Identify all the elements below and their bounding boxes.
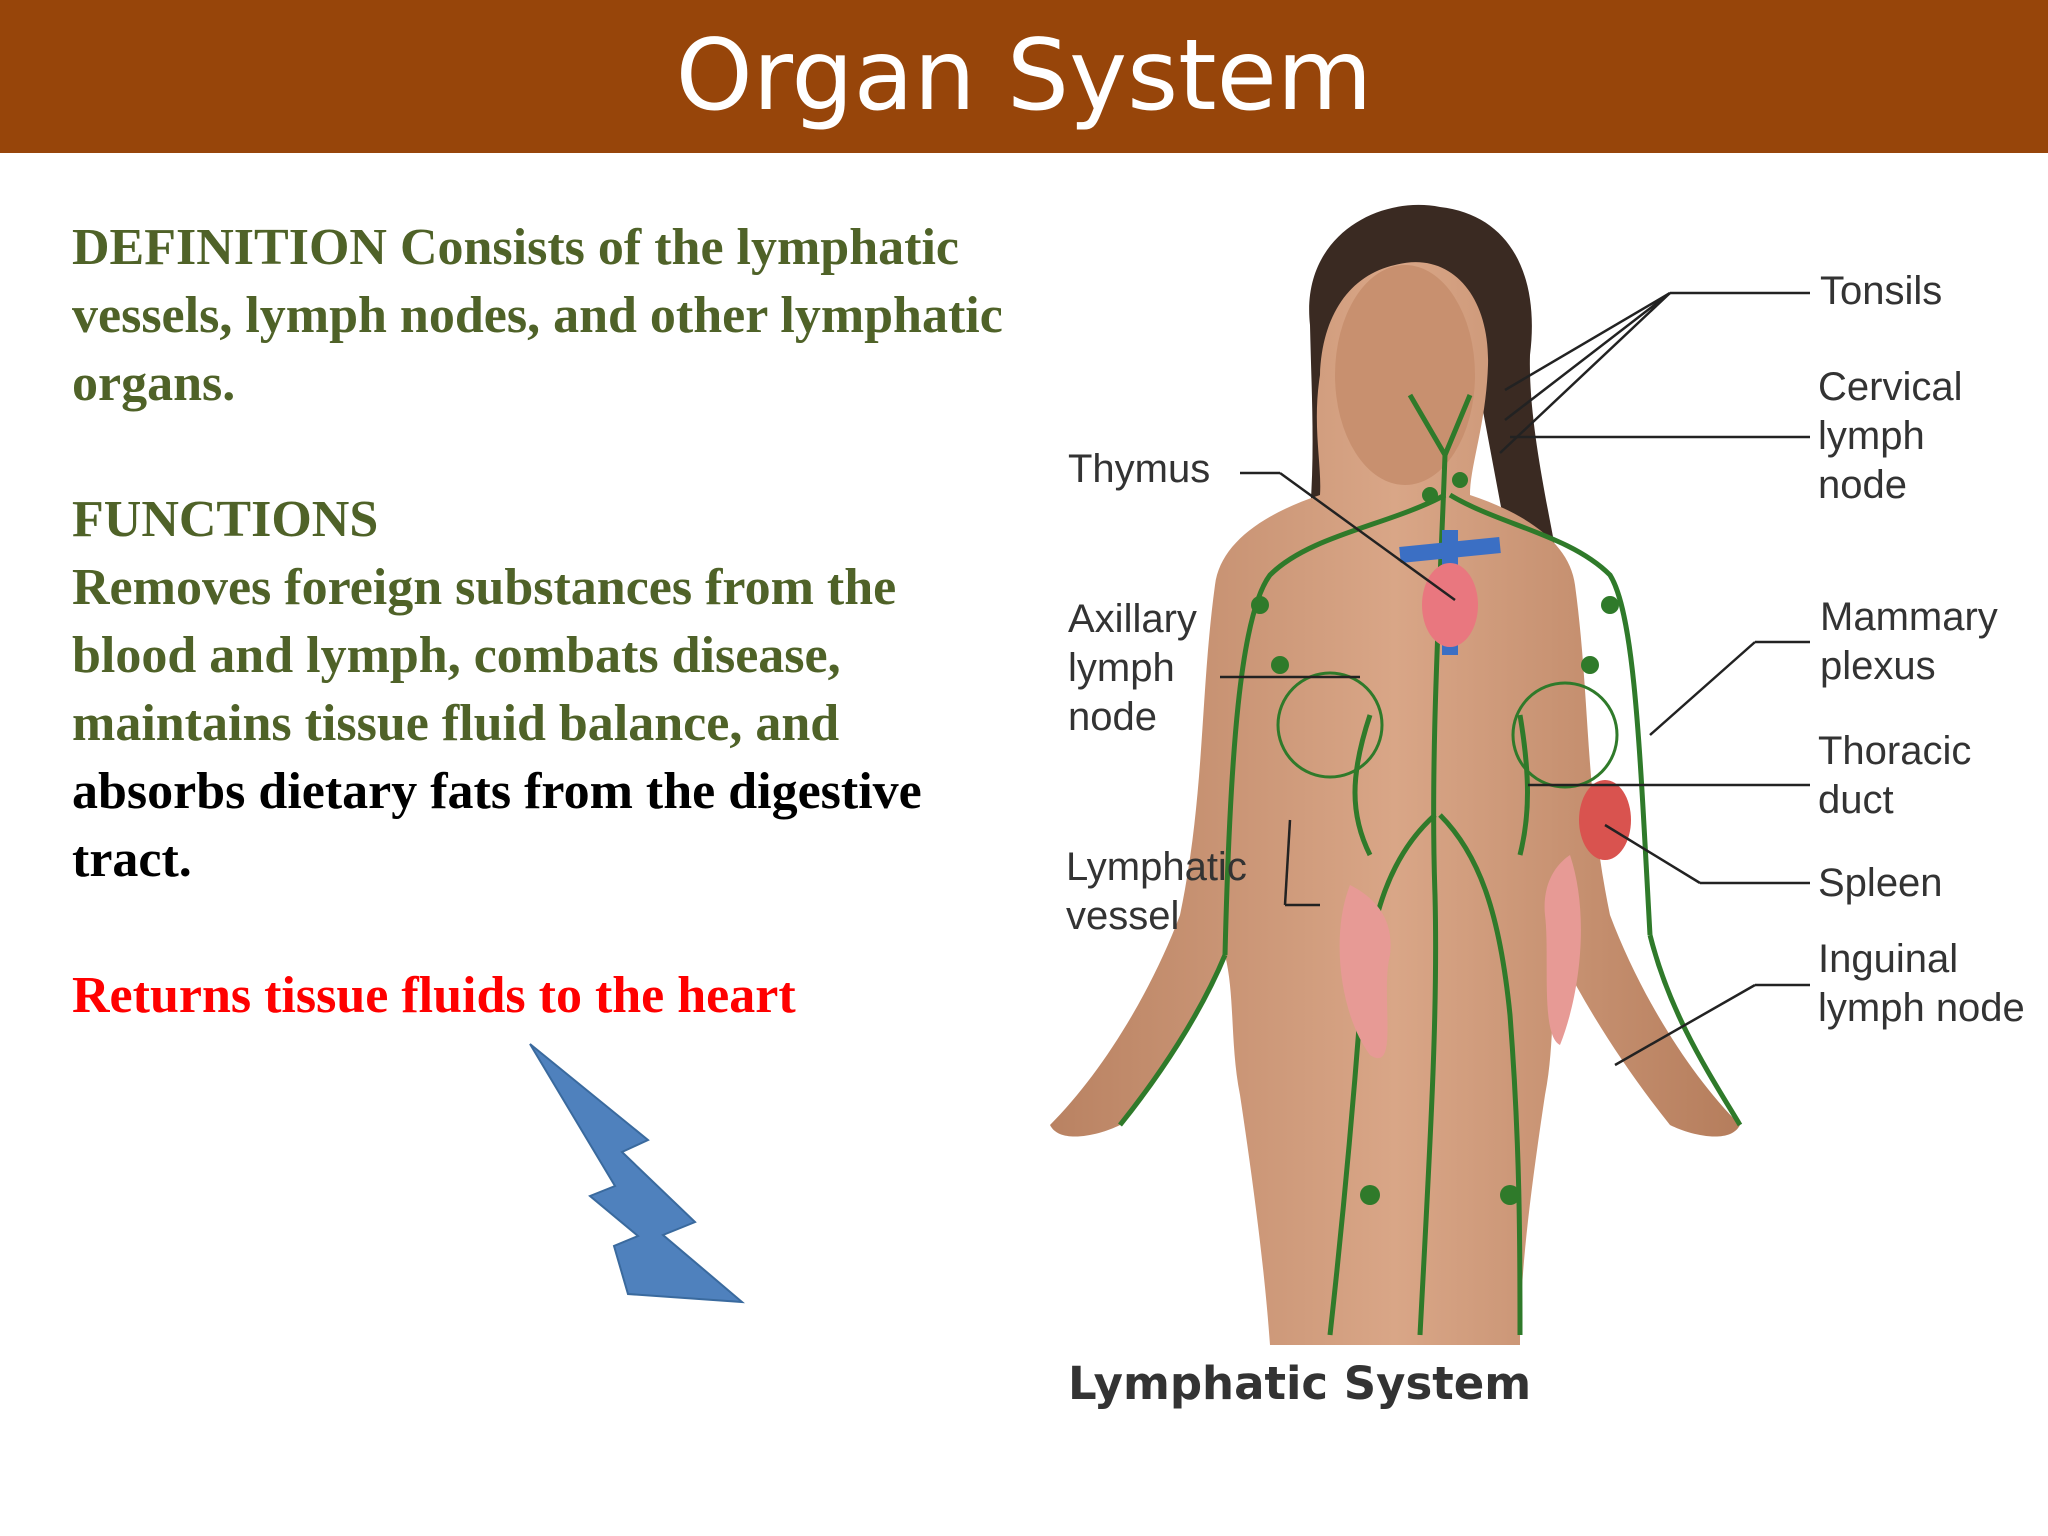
definition-text: Consists of the lymphatic vessels, lymph… — [72, 219, 1003, 412]
label-mammary-plexus: Mammary plexus — [1820, 595, 1998, 688]
definition-paragraph: DEFINITION Consists of the lymphatic ves… — [72, 214, 1012, 418]
label-spleen: Spleen — [1818, 861, 1943, 905]
spleen-organ — [1579, 780, 1631, 860]
slide-title: Organ System — [675, 19, 1373, 133]
label-lymphatic-vessel: Lymphatic vessel — [1066, 845, 1247, 938]
functions-heading: FUNCTIONS — [72, 491, 379, 548]
lightning-arrow-icon — [529, 1043, 745, 1304]
intestine-right — [1544, 855, 1581, 1045]
label-thoracic-duct: Thoracic duct — [1818, 729, 1972, 822]
spacer — [72, 894, 1012, 962]
face-shape — [1335, 265, 1475, 485]
thymus-organ — [1422, 563, 1478, 647]
mammary-plexus-left — [1276, 671, 1384, 779]
label-tonsils: Tonsils — [1820, 269, 1943, 313]
definition-heading: DEFINITION — [72, 219, 387, 276]
spacer — [72, 418, 1012, 486]
label-inguinal-lymph-node: Inguinal lymph node — [1818, 937, 2025, 1030]
figure-caption: Lymphatic System — [1068, 1357, 1532, 1410]
functions-paragraph: Removes foreign substances from the bloo… — [72, 554, 1012, 894]
label-axillary-lymph-node: Axillary lymph node — [1068, 597, 1197, 739]
body-illustration — [1050, 204, 1810, 1345]
lymphatic-system-figure: Tonsils Cervical lymph node Thymus Axill… — [1050, 195, 2048, 1445]
intestine-left — [1339, 885, 1391, 1059]
body-shape — [1050, 262, 1740, 1345]
label-cervical-lymph-node: Cervical lymph node — [1818, 365, 1963, 507]
lymph-nodes — [1251, 472, 1619, 1205]
highlight-text: Returns tissue fluids to the heart — [72, 967, 796, 1024]
leader-lines — [1220, 291, 1810, 1067]
functions-text-green: Removes foreign substances from the bloo… — [72, 559, 897, 752]
mammary-plexus-right — [1511, 681, 1619, 789]
label-thymus: Thymus — [1068, 447, 1211, 491]
body-text: DEFINITION Consists of the lymphatic ves… — [72, 214, 1012, 1030]
title-bar: Organ System — [0, 0, 2048, 153]
functions-text-black: absorbs dietary fats from the digestive … — [72, 763, 922, 888]
